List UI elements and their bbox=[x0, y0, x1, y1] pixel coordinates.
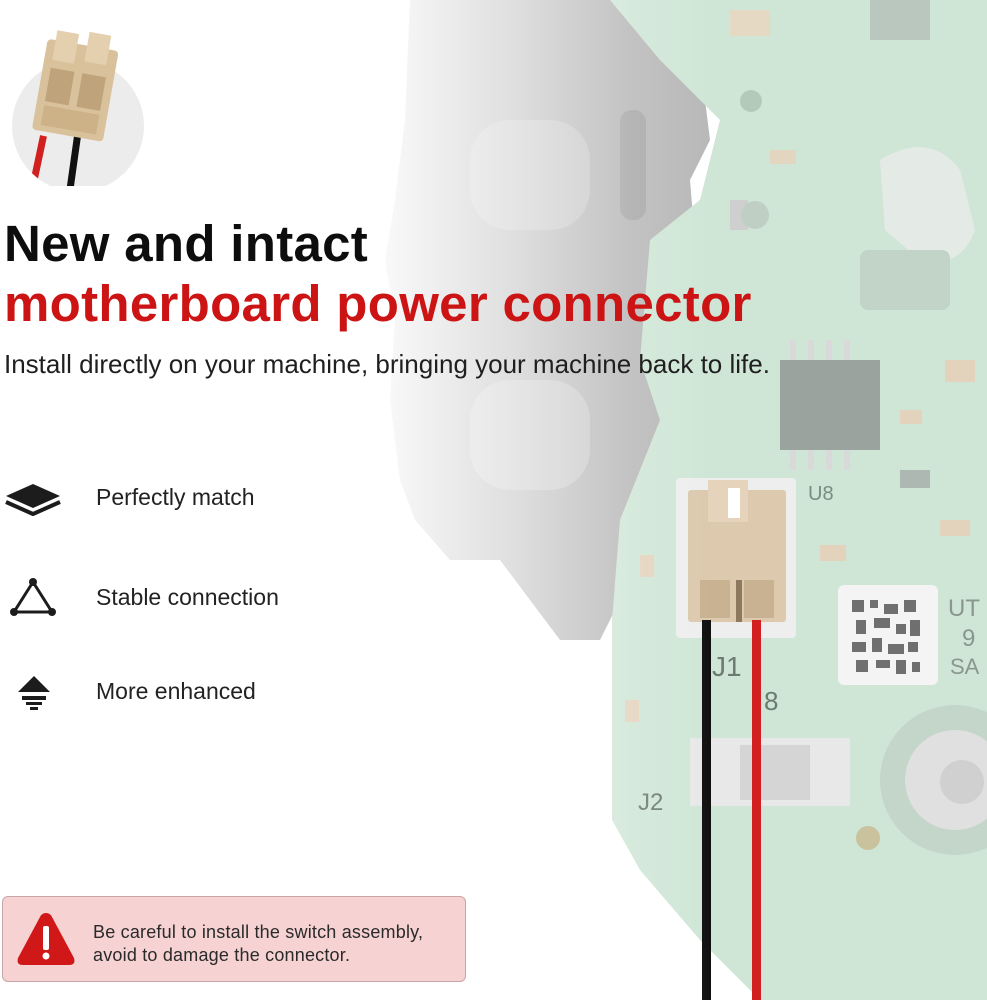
feature-label: More enhanced bbox=[96, 678, 256, 704]
feature-item-more-enhanced: More enhanced bbox=[4, 672, 424, 712]
upgrade-arrow-icon bbox=[18, 676, 50, 710]
feature-item-perfectly-match: Perfectly match bbox=[4, 478, 424, 518]
feature-item-stable-connection: Stable connection bbox=[4, 578, 424, 618]
layers-icon bbox=[5, 484, 61, 516]
subtitle: Install directly on your machine, bringi… bbox=[4, 349, 770, 379]
headline: New and intact bbox=[4, 215, 369, 272]
headline-highlight: motherboard power connector bbox=[4, 275, 752, 332]
connector-thumbnail bbox=[12, 30, 144, 186]
warning-icon bbox=[17, 913, 75, 965]
triangle-nodes-icon bbox=[10, 578, 56, 616]
warning-line-2: avoid to damage the connector. bbox=[93, 945, 351, 965]
feature-label: Perfectly match bbox=[96, 484, 255, 510]
warning-text: Be careful to install the switch assembl… bbox=[93, 921, 423, 967]
warning-line-1: Be careful to install the switch assembl… bbox=[93, 922, 424, 942]
feature-label: Stable connection bbox=[96, 584, 279, 610]
warning-banner: Be careful to install the switch assembl… bbox=[2, 896, 466, 982]
